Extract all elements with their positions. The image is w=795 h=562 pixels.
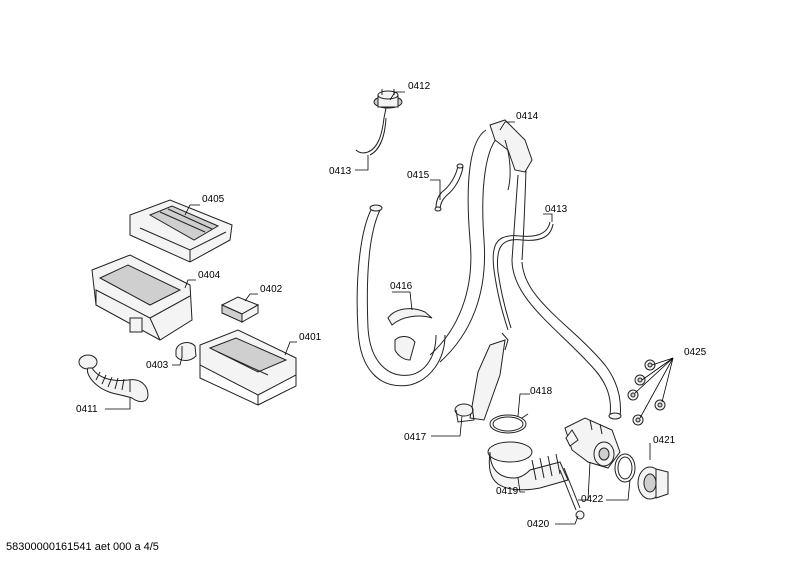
- fastener-3[interactable]: [654, 399, 666, 411]
- part-0404-drawer-housing[interactable]: [91, 254, 193, 341]
- label-0421[interactable]: 0421: [653, 435, 676, 446]
- label-0425[interactable]: 0425: [684, 347, 707, 358]
- fastener-2[interactable]: [634, 374, 646, 386]
- part-0417-hose-sleeve[interactable]: [454, 332, 509, 423]
- label-0422[interactable]: 0422: [581, 494, 604, 505]
- part-0414-long-hose[interactable]: [429, 119, 622, 420]
- label-0404[interactable]: 0404: [198, 270, 221, 281]
- part-0401-drawer-base[interactable]: [199, 329, 297, 406]
- part-0415-small-hose[interactable]: [434, 163, 464, 212]
- part-0413-wire-upper[interactable]: [355, 117, 387, 156]
- part-labels: 0412 0413 0414 0415 0413 0405 0404 0402 …: [76, 81, 707, 530]
- fastener-1[interactable]: [644, 359, 656, 371]
- fastener-5[interactable]: [632, 414, 644, 426]
- label-0402[interactable]: 0402: [260, 284, 283, 295]
- part-0412-sensor[interactable]: [373, 89, 403, 119]
- label-0417[interactable]: 0417: [404, 432, 427, 443]
- label-0405[interactable]: 0405: [202, 194, 225, 205]
- label-0420[interactable]: 0420: [527, 519, 550, 530]
- part-0402-small-block[interactable]: [220, 296, 260, 323]
- part-0425-fasteners[interactable]: [627, 359, 666, 426]
- label-0413-upper[interactable]: 0413: [329, 166, 352, 177]
- label-0416[interactable]: 0416: [390, 281, 413, 292]
- part-0421-filter[interactable]: [614, 453, 669, 500]
- part-0419-bellows-hose[interactable]: [487, 441, 569, 491]
- part-0411-corrugated-hose[interactable]: [78, 354, 149, 403]
- part-0416-curved-hose[interactable]: [356, 204, 446, 387]
- label-0412[interactable]: 0412: [408, 81, 431, 92]
- label-0414[interactable]: 0414: [516, 111, 539, 122]
- label-0411[interactable]: 0411: [76, 404, 98, 415]
- label-0419[interactable]: 0419: [496, 486, 519, 497]
- label-0415[interactable]: 0415: [407, 170, 430, 181]
- leader-lines: [105, 91, 674, 525]
- label-0403[interactable]: 0403: [146, 360, 169, 371]
- footer-document-code: 58300000161541 aet 000 a 4/5: [6, 541, 159, 553]
- part-0418-clamp-ring[interactable]: [489, 413, 529, 434]
- label-0401[interactable]: 0401: [299, 332, 322, 343]
- part-0413-wire-right[interactable]: [492, 221, 554, 331]
- part-0422-pump[interactable]: [564, 417, 621, 469]
- label-0413-right[interactable]: 0413: [545, 204, 568, 215]
- part-0405-drawer-cover[interactable]: [129, 199, 233, 263]
- label-0418[interactable]: 0418: [530, 386, 553, 397]
- part-0403-small-fitting[interactable]: [175, 342, 197, 361]
